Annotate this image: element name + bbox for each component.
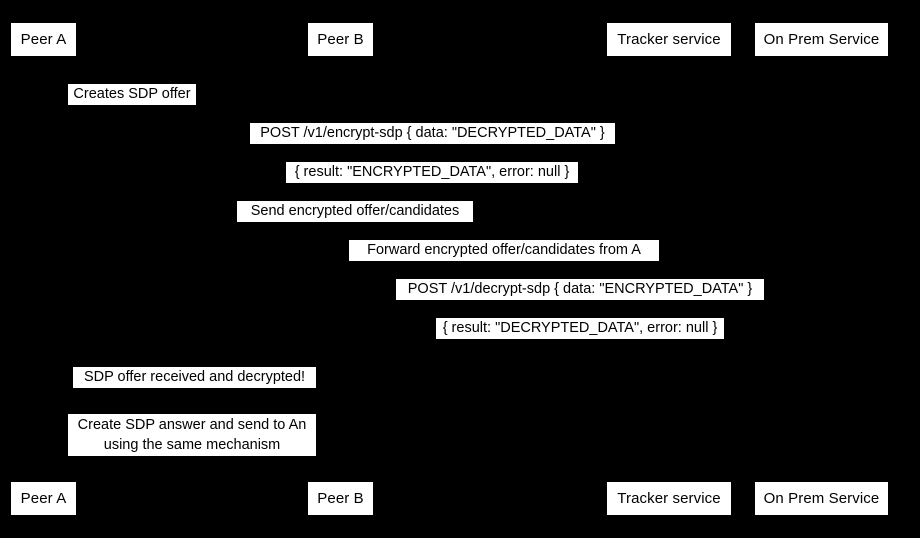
message-label-line-1: Create SDP answer and send to An [77,417,307,433]
message-label-decrypt-sdp-response: { result: "DECRYPTED_DATA", error: null … [436,318,724,339]
lifeline-peer-a [43,57,44,478]
arrow-decrypt-sdp-response [340,340,821,341]
participant-peer-a-bottom[interactable]: Peer A [10,481,77,516]
message-label-line-2: using the same mechanism [103,437,281,453]
message-label-sdp-offer-received: SDP offer received and decrypted! [73,367,316,388]
message-label-forward-encrypted-offer: Forward encrypted offer/candidates from … [349,240,659,261]
arrow-send-encrypted-offer [43,223,669,224]
participant-label: Peer B [317,31,364,48]
message-label-decrypt-sdp-request: POST /v1/decrypt-sdp { data: "ENCRYPTED_… [396,279,764,300]
participant-label: Peer A [20,31,67,48]
participant-tracker-service-bottom[interactable]: Tracker service [606,481,732,516]
participant-label: Tracker service [617,31,721,48]
message-label-encrypt-sdp-request: POST /v1/encrypt-sdp { data: "DECRYPTED_… [250,123,615,144]
message-label-create-sdp-answer: Create SDP answer and send to An using t… [68,414,316,456]
message-label-send-encrypted-offer: Send encrypted offer/candidates [237,201,473,222]
participant-peer-b-top[interactable]: Peer B [307,22,374,57]
participant-label: Peer A [20,490,67,507]
arrow-encrypt-sdp-response [43,184,821,185]
lifeline-peer-b [340,57,341,478]
arrow-decrypt-sdp-request [340,301,821,302]
lifeline-on-prem-service [821,57,822,478]
participant-tracker-service-top[interactable]: Tracker service [606,22,732,57]
message-label-creates-sdp-offer: Creates SDP offer [68,84,196,105]
participant-label: Peer B [317,490,364,507]
participant-label: Tracker service [617,490,721,507]
self-arrow-creates-sdp-offer [43,80,70,108]
participant-label: On Prem Service [763,31,880,48]
participant-on-prem-service-top[interactable]: On Prem Service [754,22,889,57]
arrow-encrypt-sdp-request [43,145,821,146]
message-label-encrypt-sdp-response: { result: "ENCRYPTED_DATA", error: null … [286,162,578,183]
participant-on-prem-service-bottom[interactable]: On Prem Service [754,481,889,516]
participant-label: On Prem Service [763,490,880,507]
participant-peer-a-top[interactable]: Peer A [10,22,77,57]
lifeline-tracker-service [669,57,670,478]
self-arrow-create-sdp-answer [340,410,367,456]
self-arrow-sdp-received [340,363,367,391]
participant-peer-b-bottom[interactable]: Peer B [307,481,374,516]
arrow-forward-encrypted-offer [340,262,669,263]
